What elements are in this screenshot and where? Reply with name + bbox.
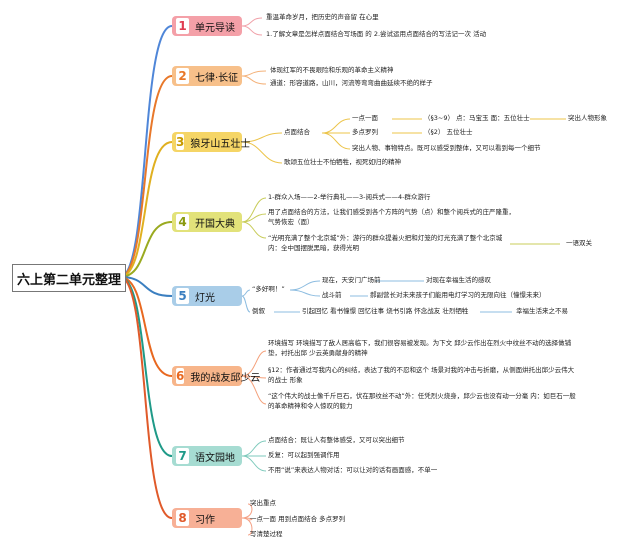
unit-title: 七律·长征 — [195, 72, 239, 84]
unit5-item-8: 幸福生活来之不易 — [516, 307, 568, 315]
unit-title: 我的战友邱少云 — [190, 372, 261, 384]
unit6-item-1: 环境描写 环境描写了敌人居高临下，我们很容易被发现。为下文 邱少云作出在烈火中纹… — [268, 339, 572, 357]
unit4-item-3: “光明充满了整个北京城”外：游行的群众提着火把和灯笼的灯光充满了整个北京城 内：… — [268, 234, 503, 252]
unit-number: 2 — [176, 68, 189, 84]
unit3-item-1: 一点一面 — [352, 114, 378, 122]
unit5-item-2: 现在，天安门广场前 — [322, 276, 381, 284]
unit-node-3: 3 狼牙山五壮士 — [172, 132, 250, 152]
unit2-item-2: 通道：形容道路，山川，河流等弯弯曲曲延续不绝的样子 — [270, 79, 433, 87]
unit1-item-1: 重温革命岁月，把历史的声音留 在心里 — [266, 13, 379, 21]
unit-node-1: 1 单元导读 — [172, 16, 242, 36]
unit-title: 灯光 — [195, 292, 215, 304]
unit-title: 习作 — [195, 514, 215, 526]
unit5-item-6: 倒叙 — [252, 307, 265, 315]
unit3-item-4: 多点罗列 — [352, 128, 378, 136]
unit3-item-2: （§3~9） 点：马宝玉 面：五位壮士 — [424, 114, 530, 122]
unit4-item-4: 一语双关 — [566, 239, 592, 247]
unit8-item-3: 写清楚过程 — [250, 530, 283, 538]
unit-node-2: 2 七律·长征 — [172, 66, 242, 86]
unit-node-7: 7 语文园地 — [172, 446, 242, 466]
unit-node-4: 4 开国大典 — [172, 212, 242, 232]
branch-line-unit-6 — [119, 276, 173, 377]
unit4-item-1: 1-群众入场——2-举行典礼——3-阅兵式——4-群众游行 — [268, 193, 431, 201]
unit7-item-2: 反复：可以起到强调作用 — [268, 451, 340, 459]
unit-title: 单元导读 — [195, 22, 235, 34]
unit5-item-3: 对现在幸福生活的感叹 — [426, 276, 491, 284]
unit-title: 狼牙山五壮士 — [190, 138, 251, 150]
branch-line-unit-8 — [119, 276, 173, 519]
unit-number: 6 — [176, 368, 185, 384]
unit-title: 开国大典 — [195, 218, 235, 230]
unit-number: 5 — [176, 288, 189, 304]
unit-number: 4 — [176, 214, 189, 230]
unit3-item-6: 突出人物、事物特点。既可以感受到整体，又可以看到每一个细节 — [352, 144, 541, 152]
unit8-item-1: 突出重点 — [250, 499, 276, 507]
branch-line-unit-5 — [119, 276, 173, 297]
unit8-item-2: 一点一面 用到点面结合 多点罗列 — [250, 515, 346, 523]
unit5-item-4: 战斗前 — [322, 291, 342, 299]
unit3-item-7: 歌颂五位壮士不怕牺牲，视死如归的精神 — [284, 158, 401, 166]
unit4-item-2: 用了点面结合的方法，让我们感受到各个方阵的气势（点）和整个阅兵式的庄严隆重，气势… — [268, 208, 515, 226]
unit-title: 语文园地 — [195, 452, 235, 464]
unit-node-8: 8 习作 — [172, 508, 242, 528]
unit-number: 8 — [176, 510, 189, 526]
branch-line-unit-7 — [119, 276, 173, 457]
branch-line-unit-3 — [119, 141, 173, 278]
unit1-item-2: 1.了解文章是怎样点面结合写场面 的 2.尝试运用点面结合的写法记一次 活动 — [266, 30, 487, 38]
unit7-item-1: 点面结合：既让人有整体感受，又可以突出细节 — [268, 436, 405, 444]
unit5-item-1: “多好啊！” — [252, 285, 285, 293]
unit7-item-3: 不用“说”来表达人物对话：可以让对的话有画面感，不单一 — [268, 466, 438, 474]
unit-number: 1 — [176, 18, 189, 34]
unit6-item-3: “这个伟大的战士像千斤巨石，伏在那纹丝不动”外：任凭烈火烧身，邱少云也没有动一分… — [268, 392, 576, 410]
unit3-item-3: 突出人物形象 — [568, 114, 607, 122]
branch-line-unit-2 — [119, 75, 173, 278]
branch-line-unit-1 — [119, 25, 173, 278]
unit5-item-7: 引起回忆 看书憧憬 回忆往事 烧书引路 怀念战友 壮烈牺牲 — [302, 307, 469, 315]
unit3-branch-label: 点面结合 — [284, 128, 310, 136]
unit-node-6: 6 我的战友邱少云 — [172, 366, 260, 386]
unit6-item-2: §12：作者通过写我内心的纠结，表达了我的不忍和这个 场景对我的冲击与折磨，从侧… — [268, 366, 575, 384]
unit-number: 3 — [176, 134, 185, 150]
unit-node-5: 5 灯光 — [172, 286, 242, 306]
root-topic: 六上第二单元整理 — [12, 264, 126, 292]
unit-number: 7 — [176, 448, 189, 464]
unit5-item-5: 郝副营长对未来孩子们能用电灯学习的无限向往（憧憬未来） — [370, 291, 546, 299]
unit3-item-5: （§2） 五位壮士 — [424, 128, 473, 136]
branch-line-unit-4 — [119, 221, 173, 278]
unit2-item-1: 体现红军的不畏艰险和乐观的革命主义精神 — [270, 66, 394, 74]
